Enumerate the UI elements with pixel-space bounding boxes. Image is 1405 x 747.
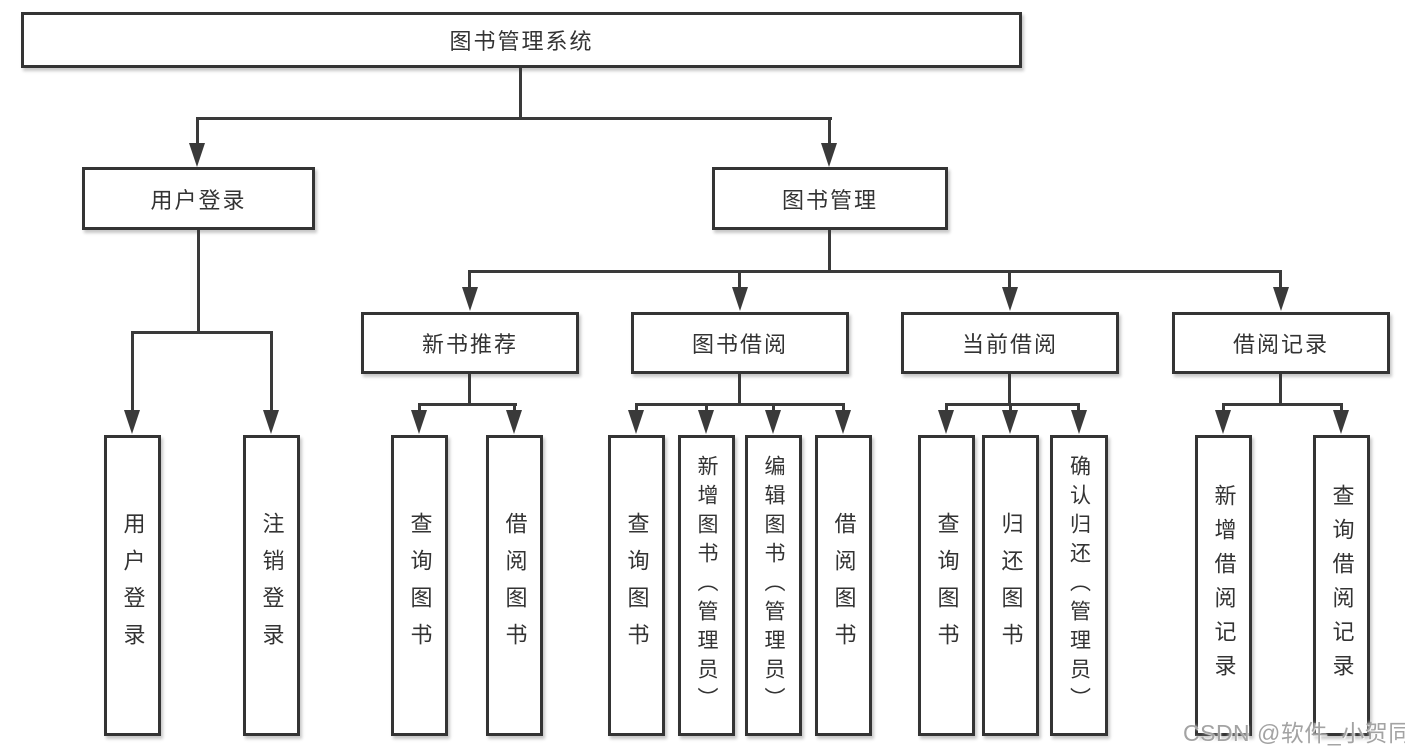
connector-vline [738, 272, 741, 288]
connector-vline [828, 230, 831, 270]
node-new-book-recommendation-label: 新书推荐 [421, 332, 518, 357]
connector-vline [418, 405, 421, 412]
arrowhead-down-icon [1002, 287, 1018, 311]
leaf-confirm-return-admin: 确认归还（管理员） [1050, 435, 1108, 736]
node-new-book-recommendation: 新书推荐 [361, 312, 579, 374]
connector-vline [468, 374, 471, 403]
arrowhead-down-icon [628, 410, 644, 434]
leaf-query-borrow-record: 查询借阅记录 [1313, 435, 1370, 736]
connector-vline [842, 405, 845, 412]
connector-vline [1008, 272, 1011, 288]
arrowhead-down-icon [124, 410, 140, 434]
connector-vline [945, 405, 948, 412]
leaf-borrow-books-borrow-label: 借阅图书 [831, 511, 857, 660]
node-book-borrowing-label: 图书借阅 [691, 332, 788, 357]
leaf-confirm-return-admin-label: 确认归还（管理员） [1067, 455, 1091, 716]
connector-vline [1279, 374, 1282, 403]
leaf-add-borrow-record: 新增借阅记录 [1195, 435, 1252, 736]
connector-hline [468, 270, 1282, 273]
watermark: CSDN @软件_小贺同学 [1183, 720, 1405, 746]
leaf-query-books-borrow-label: 查询图书 [624, 511, 650, 660]
connector-vline [1009, 405, 1012, 412]
leaf-logout: 注销登录 [243, 435, 300, 736]
node-book-management: 图书管理 [712, 167, 948, 230]
connector-hline [635, 403, 845, 406]
connector-vline [1077, 405, 1080, 412]
connector-vline [468, 272, 471, 288]
arrowhead-down-icon [189, 143, 205, 167]
arrowhead-down-icon [1002, 410, 1018, 434]
leaf-borrow-books-recommend-label: 借阅图书 [502, 511, 528, 660]
leaf-borrow-books-recommend: 借阅图书 [486, 435, 543, 736]
connector-hline [1222, 403, 1343, 406]
arrowhead-down-icon [938, 410, 954, 434]
leaf-user-login-label: 用户登录 [120, 511, 146, 660]
node-user-login: 用户登录 [82, 167, 315, 230]
node-book-management-label: 图书管理 [781, 187, 878, 213]
arrowhead-down-icon [462, 287, 478, 311]
arrowhead-down-icon [1273, 287, 1289, 311]
leaf-edit-books-admin-label: 编辑图书（管理员） [762, 455, 785, 716]
connector-vline [772, 405, 775, 412]
arrowhead-down-icon [1215, 410, 1231, 434]
arrowhead-down-icon [1333, 410, 1349, 434]
node-user-login-label: 用户登录 [150, 187, 247, 213]
connector-vline [196, 119, 199, 145]
leaf-add-borrow-record-label: 新增借阅记录 [1211, 483, 1237, 688]
leaf-add-books-admin-label: 新增图书（管理员） [695, 455, 718, 716]
connector-vline [1279, 272, 1282, 288]
arrowhead-down-icon [411, 410, 427, 434]
connector-vline [1340, 405, 1343, 412]
connector-hline [131, 331, 273, 334]
node-library-system: 图书管理系统 [21, 12, 1022, 68]
leaf-add-books-admin: 新增图书（管理员） [678, 435, 735, 736]
leaf-query-books-current: 查询图书 [918, 435, 975, 736]
arrowhead-down-icon [835, 410, 851, 434]
leaf-return-books-label: 归还图书 [998, 511, 1024, 660]
node-current-borrowing-label: 当前借阅 [961, 332, 1058, 357]
connector-vline [270, 333, 273, 412]
leaf-query-books-borrow: 查询图书 [608, 435, 665, 736]
leaf-query-books-current-label: 查询图书 [934, 511, 960, 660]
connector-hline [196, 117, 832, 120]
arrowhead-down-icon [1071, 410, 1087, 434]
leaf-return-books: 归还图书 [982, 435, 1039, 736]
node-borrowing-records: 借阅记录 [1172, 312, 1390, 374]
leaf-query-books-recommend-label: 查询图书 [407, 511, 433, 660]
connector-vline [705, 405, 708, 412]
arrowhead-down-icon [263, 410, 279, 434]
leaf-borrow-books-borrow: 借阅图书 [815, 435, 872, 736]
arrowhead-down-icon [765, 410, 781, 434]
leaf-edit-books-admin: 编辑图书（管理员） [745, 435, 802, 736]
connector-hline [418, 403, 517, 406]
leaf-query-borrow-record-label: 查询借阅记录 [1329, 483, 1355, 688]
node-borrowing-records-label: 借阅记录 [1232, 332, 1329, 357]
connector-vline [513, 405, 516, 412]
connector-vline [519, 68, 522, 119]
connector-vline [1008, 374, 1011, 403]
connector-hline [945, 403, 1080, 406]
arrowhead-down-icon [821, 143, 837, 167]
arrowhead-down-icon [698, 410, 714, 434]
arrowhead-down-icon [506, 410, 522, 434]
connector-vline [828, 119, 831, 145]
leaf-query-books-recommend: 查询图书 [391, 435, 448, 736]
connector-vline [131, 333, 134, 412]
connector-vline [197, 230, 200, 331]
node-library-system-label: 图书管理系统 [449, 29, 594, 54]
connector-vline [738, 374, 741, 403]
node-current-borrowing: 当前借阅 [901, 312, 1119, 374]
arrowhead-down-icon [732, 287, 748, 311]
node-book-borrowing: 图书借阅 [631, 312, 849, 374]
connector-vline [1222, 405, 1225, 412]
leaf-logout-label: 注销登录 [259, 511, 285, 660]
leaf-user-login: 用户登录 [104, 435, 161, 736]
connector-vline [635, 405, 638, 412]
